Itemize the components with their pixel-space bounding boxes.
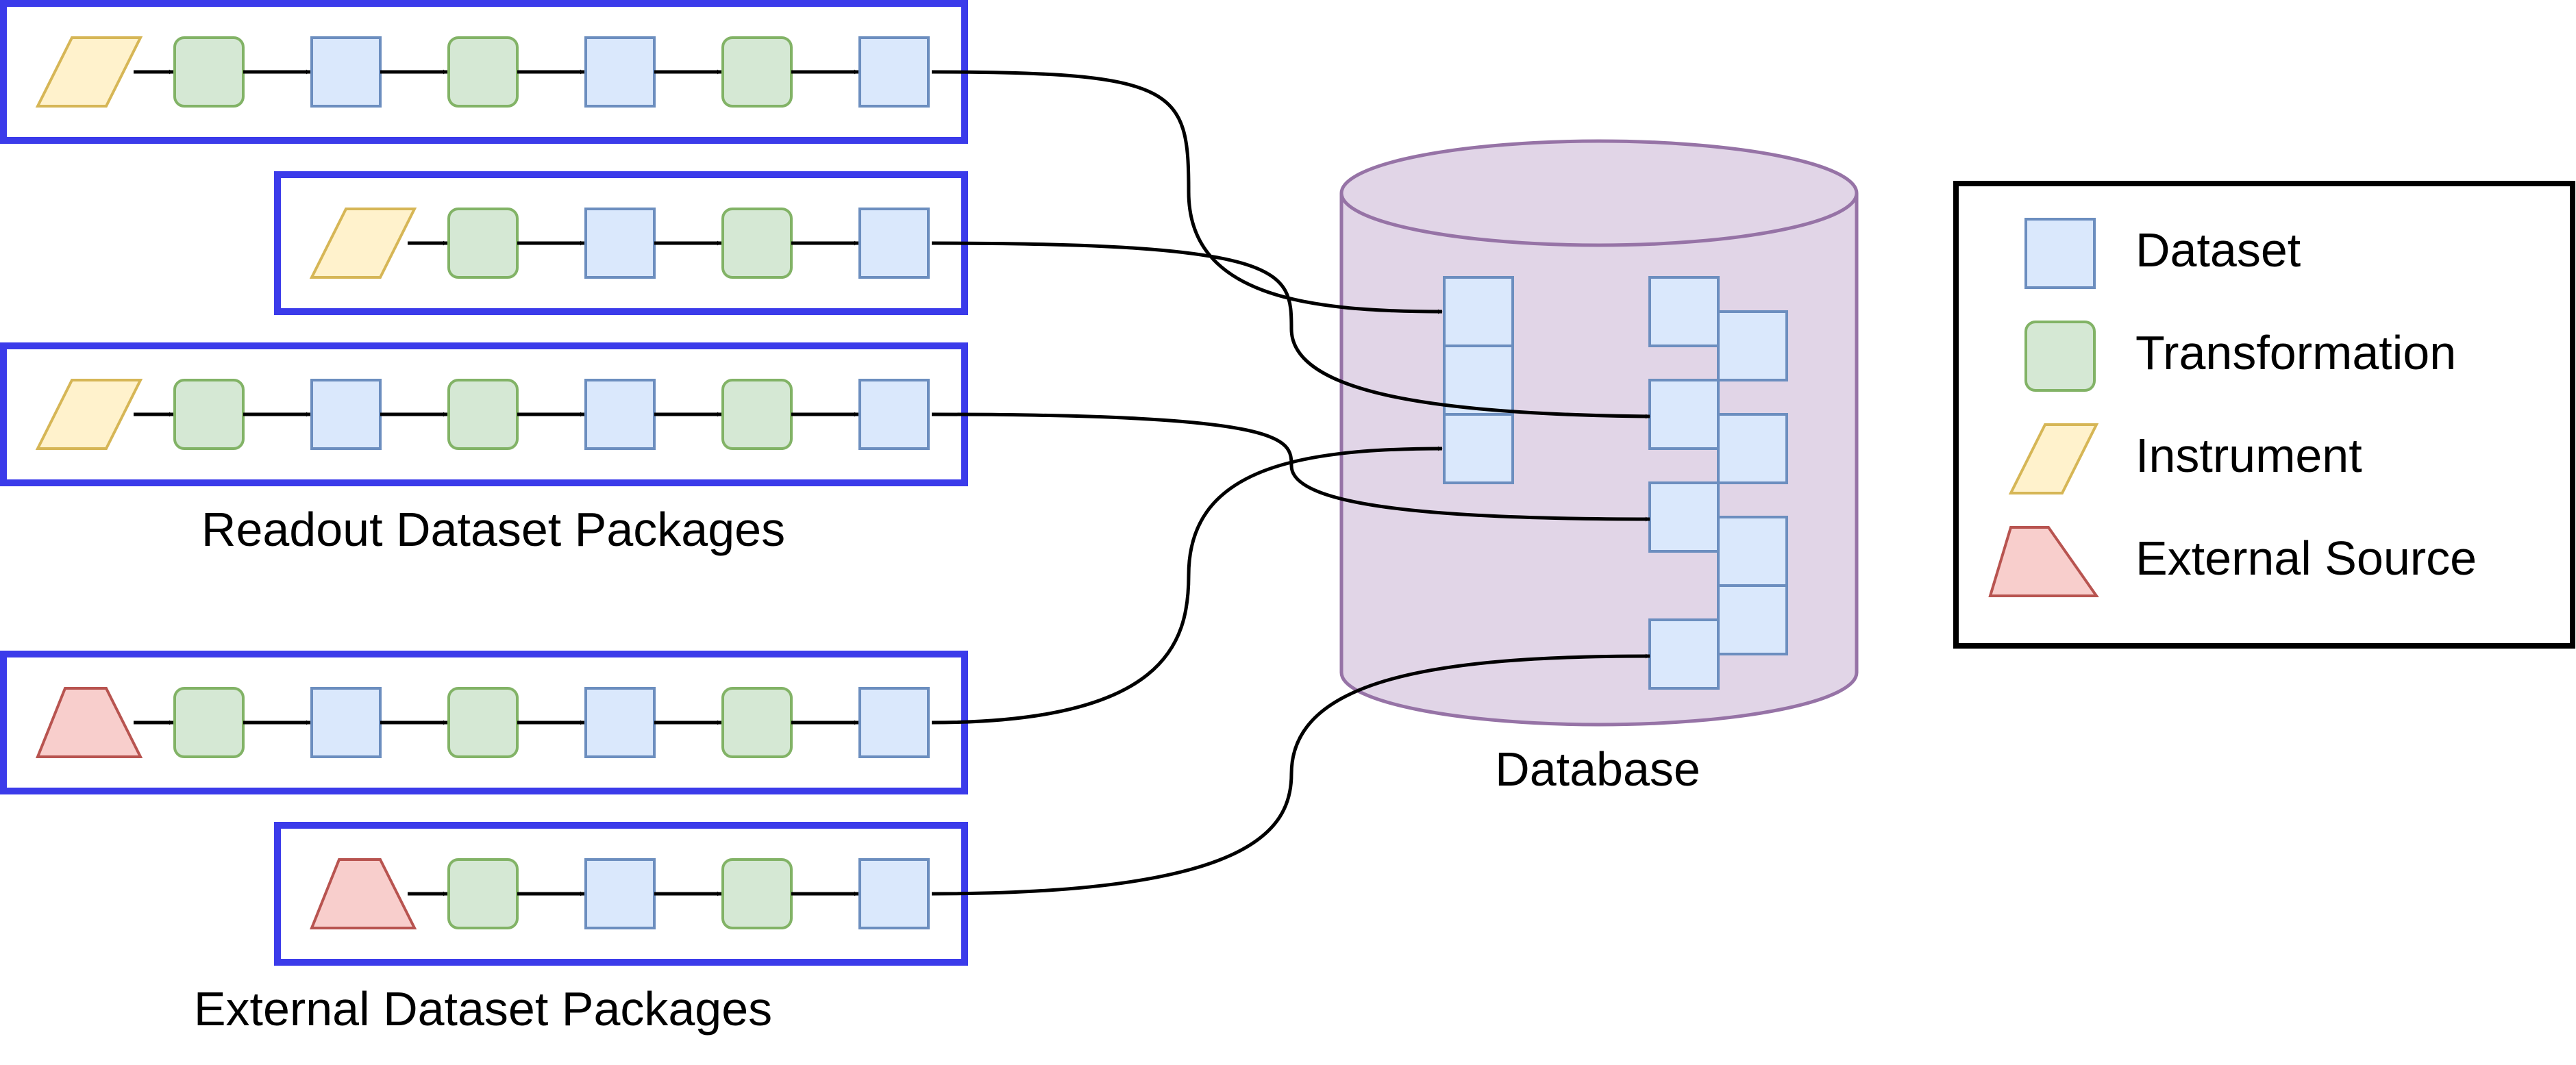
legend-item-transformation: Transformation: [2024, 321, 2456, 392]
connector-package-3: [931, 412, 1650, 522]
transformation-rounded-square-icon: [2024, 321, 2096, 392]
legend-label-dataset: Dataset: [2135, 223, 2301, 277]
package-to-database-connectors: [931, 70, 1650, 896]
connector-package-5: [931, 653, 1650, 896]
transformation-rounded-square-icon: [721, 858, 793, 929]
legend-label-transformation: Transformation: [2135, 326, 2456, 379]
connector-package-1: [931, 70, 1443, 314]
dataset-square-icon: [858, 36, 930, 108]
legend: Dataset Transformation Instrument Extern…: [1953, 181, 2575, 649]
package-row-1: [0, 0, 968, 144]
dataset-square-icon: [2024, 218, 2096, 289]
transformation-rounded-square-icon: [447, 36, 519, 108]
external-packages-label: External Dataset Packages: [194, 982, 772, 1036]
instrument-parallelogram-icon: [2008, 423, 2099, 494]
database-dataset-icon: [1717, 413, 1788, 484]
transformation-rounded-square-icon: [721, 208, 793, 279]
dataset-square-icon: [584, 208, 656, 279]
instrument-parallelogram-icon: [309, 208, 417, 279]
transformation-rounded-square-icon: [447, 208, 519, 279]
database-dataset-icon: [1443, 276, 1514, 347]
dataset-square-icon: [858, 858, 930, 929]
database-label: Database: [1495, 742, 1700, 796]
instrument-parallelogram-icon: [35, 379, 143, 450]
external-source-trapezoid-icon: [1988, 526, 2099, 597]
database-datasets: [1443, 276, 1788, 690]
dataset-square-icon: [584, 687, 656, 758]
connector-package-4: [931, 446, 1443, 725]
instrument-parallelogram-icon: [35, 36, 143, 108]
transformation-rounded-square-icon: [721, 687, 793, 758]
transformation-rounded-square-icon: [173, 36, 245, 108]
database-dataset-icon: [1648, 276, 1720, 347]
external-source-trapezoid-icon: [310, 858, 417, 929]
transformation-rounded-square-icon: [447, 687, 519, 758]
legend-label-instrument: Instrument: [2135, 429, 2362, 482]
dataset-square-icon: [584, 379, 656, 450]
legend-item-dataset: Dataset: [2024, 218, 2301, 289]
database-dataset-icon: [1443, 344, 1514, 416]
dataset-square-icon: [310, 379, 382, 450]
transformation-rounded-square-icon: [173, 687, 245, 758]
package-row-3: [0, 342, 968, 486]
transformation-rounded-square-icon: [447, 858, 519, 929]
legend-item-external-source: External Source: [1988, 526, 2477, 597]
legend-item-instrument: Instrument: [2008, 423, 2362, 494]
readout-packages-label: Readout Dataset Packages: [201, 503, 785, 556]
database-dataset-icon: [1443, 413, 1514, 484]
dataset-square-icon: [310, 36, 382, 108]
transformation-rounded-square-icon: [721, 379, 793, 450]
package-row-2: [274, 171, 968, 315]
dataset-square-icon: [858, 379, 930, 450]
package-row-4: [0, 651, 968, 794]
transformation-rounded-square-icon: [173, 379, 245, 450]
external-source-trapezoid-icon: [36, 687, 143, 758]
database-dataset-icon: [1717, 310, 1788, 381]
dataset-square-icon: [584, 36, 656, 108]
dataset-square-icon: [858, 687, 930, 758]
database-dataset-icon: [1648, 481, 1720, 553]
transformation-rounded-square-icon: [447, 379, 519, 450]
dataset-packages: [0, 0, 968, 966]
dataset-square-icon: [310, 687, 382, 758]
transformation-rounded-square-icon: [721, 36, 793, 108]
database-dataset-icon: [1717, 584, 1788, 655]
dataset-square-icon: [858, 208, 930, 279]
package-row-5: [274, 822, 968, 966]
database-dataset-icon: [1648, 618, 1720, 690]
legend-label-external-source: External Source: [2135, 531, 2477, 585]
dataset-square-icon: [584, 858, 656, 929]
connector-package-2: [931, 241, 1650, 419]
database-dataset-icon: [1717, 516, 1788, 587]
database-dataset-icon: [1648, 379, 1720, 450]
